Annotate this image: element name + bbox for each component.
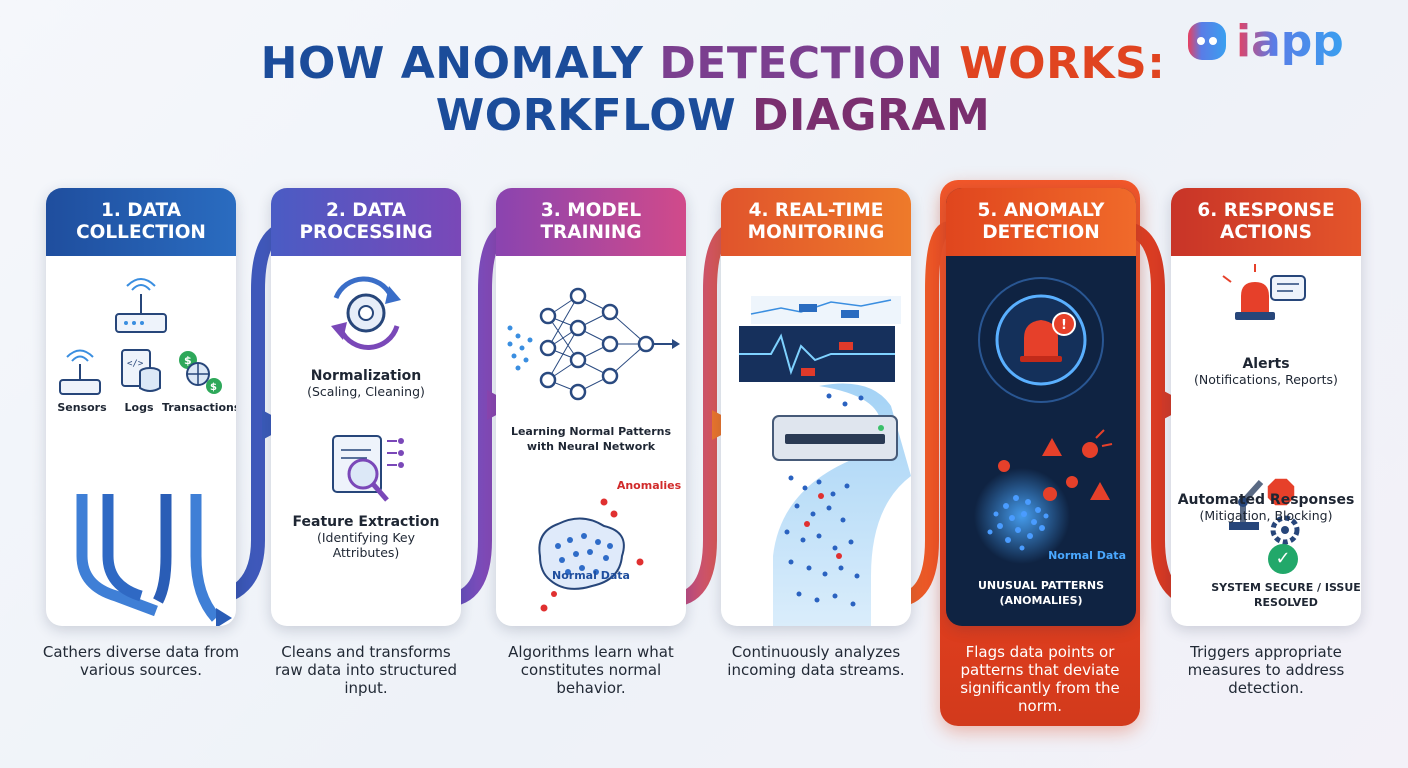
step-5-body: ! Normal Data UNUSUAL PATTERNS (ANOMA <box>946 256 1136 626</box>
step-6-illustration <box>1222 264 1306 545</box>
stop-sign-icon <box>1266 477 1296 507</box>
step-3-description: Algorithms learn what constitutes normal… <box>508 643 674 697</box>
check-circle-icon: ✓ <box>1268 544 1298 574</box>
automated-responses-label: Automated Responses (Mitigation, Blockin… <box>1177 492 1355 524</box>
step-6-title: 6. RESPONSE ACTIONS <box>1171 188 1361 256</box>
anomaly-markers <box>998 429 1113 501</box>
unusual-patterns-caption: UNUSUAL PATTERNS (ANOMALIES) <box>977 579 1105 607</box>
monitoring-screen <box>739 296 901 382</box>
step-6-body: STOP Alerts (Notifications, Reports) Aut… <box>1171 256 1361 626</box>
alerts-sub: (Notifications, Reports) <box>1194 372 1338 387</box>
step-1-body: </> $ $ Sensors Logs <box>46 256 236 626</box>
main-title: HOW ANOMALY DETECTION WORKS: WORKFLOW DI… <box>0 38 1408 142</box>
title-part-5: DIAGRAM <box>751 90 991 141</box>
step-3-body: Learning Normal Patterns with Neural Net… <box>496 256 686 626</box>
feature-extraction-sub: (Identifying Key Attributes) <box>316 530 416 560</box>
title-part-3: WORKS: <box>959 38 1166 89</box>
step-2-title: 2. DATA PROCESSING <box>271 188 461 256</box>
automated-responses-sub: (Mitigation, Blocking) <box>1199 508 1333 523</box>
step-4-body <box>721 256 911 626</box>
robot-arm-icon <box>1229 479 1264 530</box>
gear-cycle-icon <box>331 276 401 350</box>
normalization-title: Normalization <box>310 368 422 384</box>
streams-arrowhead <box>216 608 232 626</box>
normal-cluster-dots <box>987 495 1049 551</box>
source-transactions: Transactions <box>162 401 236 414</box>
feature-extraction-title: Feature Extraction <box>292 514 440 530</box>
alerts-label: Alerts (Notifications, Reports) <box>1177 356 1355 388</box>
step-2-body: Normalization (Scaling, Cleaning) Featur… <box>271 256 461 626</box>
normal-data-cluster <box>538 517 625 590</box>
anomalies-label: Anomalies <box>616 479 682 492</box>
stream-anomalies <box>804 493 842 559</box>
alerts-title: Alerts <box>1242 356 1290 372</box>
step-1-illustration: </> $ $ <box>59 278 232 626</box>
step-3-title: 3. MODEL TRAINING <box>496 188 686 256</box>
normal-data-label: Normal Data <box>552 569 630 582</box>
feature-extraction-icon <box>332 435 404 502</box>
step-1-card: 1. DATA COLLECTION </> <box>46 188 236 626</box>
normal-data-label-5: Normal Data <box>1048 549 1126 562</box>
stream-dots <box>784 393 864 607</box>
step-2-illustration <box>331 276 404 502</box>
siren-icon <box>1222 264 1306 320</box>
step-4-illustration <box>739 296 911 626</box>
step-6-card: 6. RESPONSE ACTIONS <box>1171 188 1361 626</box>
svg-text:</>: </> <box>127 359 144 369</box>
source-logs: Logs <box>124 401 154 414</box>
iapp-logo: iapp <box>1188 16 1344 66</box>
step-4-title: 4. REAL-TIME MONITORING <box>721 188 911 256</box>
gear-icon <box>1270 515 1300 545</box>
transactions-icon: $ $ <box>179 351 222 394</box>
step-3-card: 3. MODEL TRAINING <box>496 188 686 626</box>
title-part-4: WORKFLOW <box>435 90 737 141</box>
source-sensors: Sensors <box>57 401 107 414</box>
step-4-description: Continuously analyzes incoming data stre… <box>727 643 905 679</box>
feature-extraction-label: Feature Extraction (Identifying Key Attr… <box>281 514 451 561</box>
neural-network-icon <box>539 287 674 401</box>
connector-4-5 <box>894 221 952 607</box>
step-5-title: 5. ANOMALY DETECTION <box>946 188 1136 256</box>
data-streams <box>76 494 221 622</box>
logs-icon: </> <box>121 349 161 392</box>
title-part-1: HOW ANOMALY <box>260 38 644 89</box>
step-6-description: Triggers appropriate measures to address… <box>1187 643 1345 697</box>
step-3-illustration <box>507 287 680 612</box>
neural-network-caption: Learning Normal Patterns with Neural Net… <box>510 425 672 453</box>
svg-text:iapp: iapp <box>1236 16 1344 66</box>
title-part-2: DETECTION <box>659 38 944 89</box>
anomaly-dots <box>540 498 644 612</box>
svg-text:$: $ <box>210 382 217 393</box>
step-5-card: 5. ANOMALY DETECTION ! <box>946 188 1136 626</box>
step-2-description: Cleans and transforms raw data into stru… <box>274 643 458 697</box>
step-1-title: 1. DATA COLLECTION <box>46 188 236 256</box>
input-dots <box>507 325 533 371</box>
step-5-description: Flags data points or patterns that devia… <box>960 643 1120 715</box>
step-5-illustration: ! <box>974 277 1113 564</box>
alarm-radar: ! <box>978 277 1104 403</box>
normalization-sub: (Scaling, Cleaning) <box>307 384 425 399</box>
step-1-description: Cathers diverse data from various source… <box>42 643 240 679</box>
step-2-card: 2. DATA PROCESSING Nor <box>271 188 461 626</box>
svg-text:$: $ <box>184 354 192 367</box>
sensor-icon <box>59 349 101 395</box>
svg-text:!: ! <box>1061 318 1067 333</box>
normalization-label: Normalization (Scaling, Cleaning) <box>281 368 451 400</box>
automated-responses-title: Automated Responses <box>1177 492 1355 508</box>
system-secure-label: SYSTEM SECURE / ISSUE RESOLVED <box>1211 581 1361 609</box>
router-icon <box>115 278 167 333</box>
step-4-card: 4. REAL-TIME MONITORING <box>721 188 911 626</box>
stop-sign-label: STOP <box>1284 301 1308 310</box>
scanner-device <box>772 415 898 461</box>
